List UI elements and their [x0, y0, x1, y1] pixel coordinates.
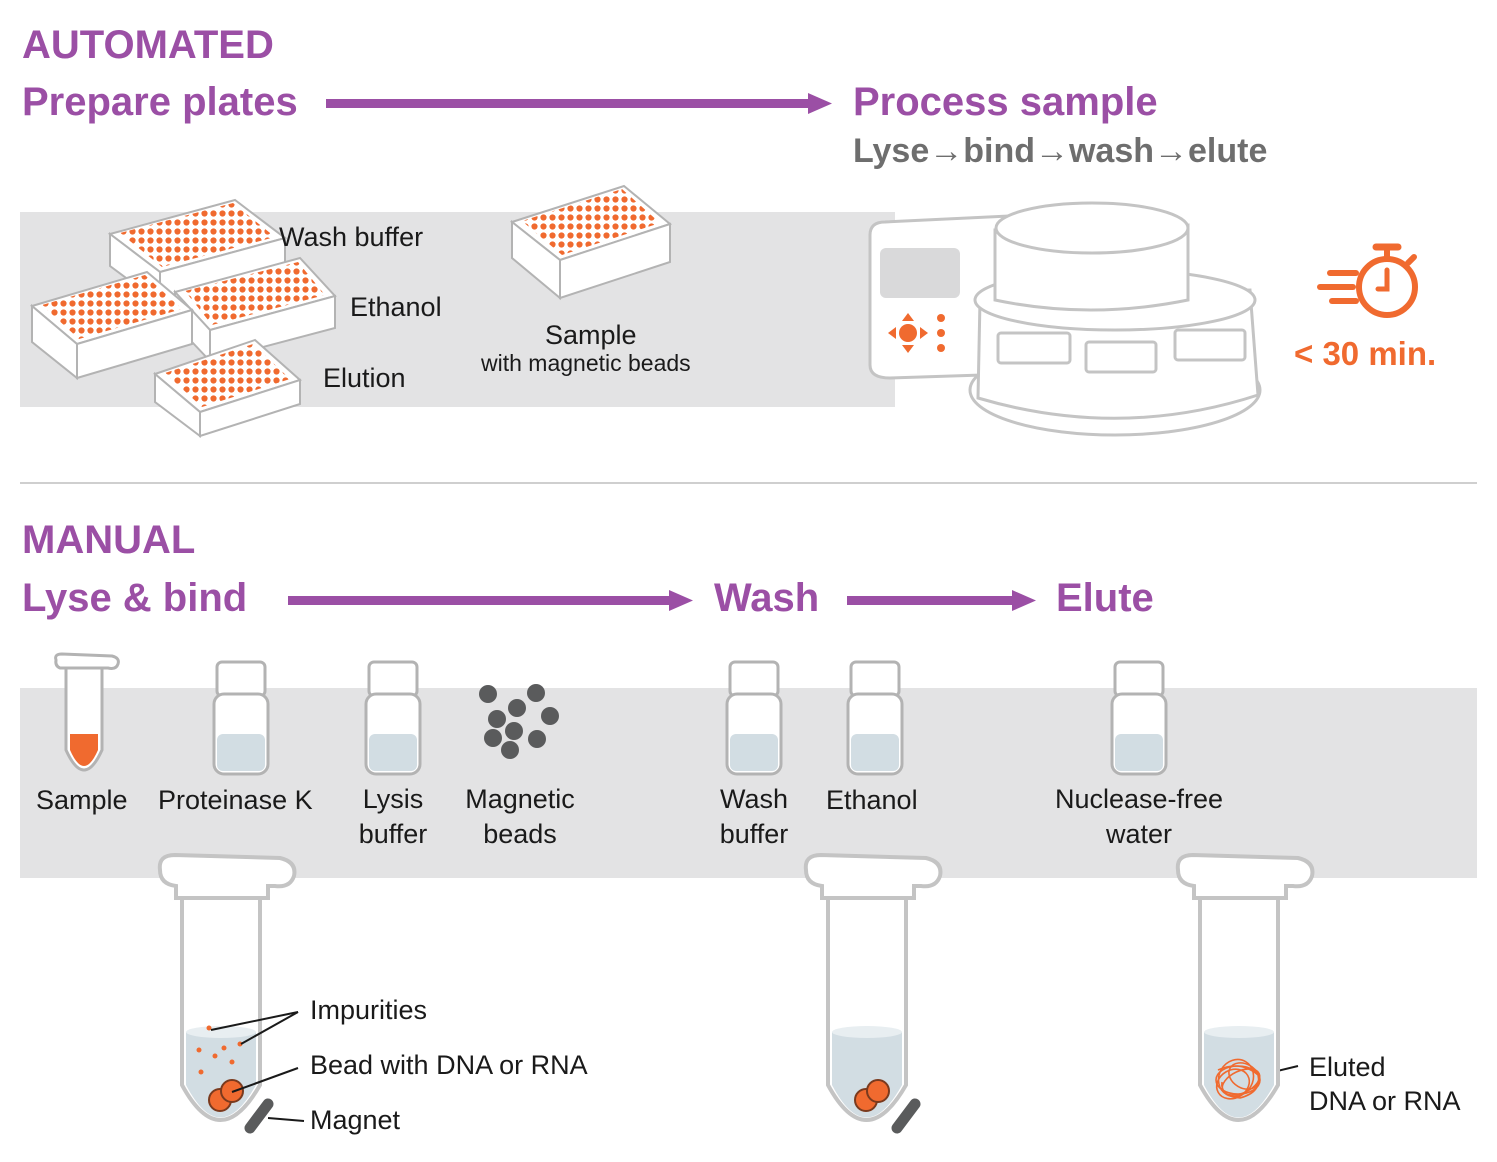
time-label: < 30 min. — [1294, 335, 1437, 372]
section-divider — [20, 482, 1477, 484]
vial-proteinase-k-icon — [212, 660, 270, 776]
label-lysis-line2: buffer — [358, 819, 428, 849]
tube-elute — [1175, 852, 1315, 1122]
manual-heading: MANUAL — [22, 518, 196, 562]
vial-ethanol-icon — [846, 660, 904, 776]
label-manual-ethanol: Ethanol — [826, 785, 918, 815]
label-manual-wash-buffer: Wash buffer — [704, 782, 804, 852]
label-sample-sub: with magnetic beads — [481, 350, 691, 376]
label-magnetic-beads: Magnetic beads — [455, 782, 585, 852]
label-wash-line1: Wash — [719, 784, 788, 814]
stopwatch-icon — [1317, 243, 1418, 318]
label-water-line2: water — [1105, 819, 1173, 849]
magnetic-beads-icon — [479, 684, 559, 759]
label-lysis-line1: Lysis — [362, 784, 424, 814]
step-process-sample: Process sample — [853, 80, 1158, 124]
arrow-wash-to-elute — [847, 590, 1036, 611]
step-prepare-plates: Prepare plates — [22, 80, 298, 124]
callout-eluted-line1: Eluted — [1309, 1052, 1386, 1082]
label-elution: Elution — [323, 363, 406, 393]
label-beads-line2: beads — [483, 819, 557, 849]
tube-wash — [803, 852, 943, 1134]
callout-bead: Bead with DNA or RNA — [310, 1050, 588, 1080]
step-wash: Wash — [714, 576, 820, 620]
label-nuclease-free-water: Nuclease-free water — [1039, 782, 1239, 852]
label-wash-buffer: Wash buffer — [279, 222, 424, 252]
vial-lysis-buffer-icon — [364, 660, 422, 776]
label-sample: Sample — [545, 320, 637, 350]
extraction-instrument — [868, 201, 1262, 437]
arrow-lyse-to-wash — [288, 590, 693, 611]
arrow-prepare-to-process — [326, 93, 832, 114]
step-elute: Elute — [1056, 576, 1154, 620]
instrument-keypad-icon — [888, 313, 945, 353]
label-wash-line2: buffer — [719, 819, 789, 849]
vial-nuclease-free-water-icon — [1110, 660, 1168, 776]
plate-sample-beads — [509, 184, 673, 301]
automated-heading: AUTOMATED — [22, 23, 274, 67]
label-manual-sample: Sample — [36, 785, 128, 815]
tube-lyse-bind — [157, 852, 297, 1134]
label-ethanol: Ethanol — [350, 292, 442, 322]
sample-tube-icon — [54, 652, 120, 772]
vial-wash-buffer-icon — [725, 660, 783, 776]
callout-eluted-line2: DNA or RNA — [1309, 1086, 1461, 1116]
label-water-line1: Nuclease-free — [1054, 784, 1224, 814]
step-lyse-bind: Lyse & bind — [22, 576, 248, 620]
label-proteinase-k: Proteinase K — [158, 785, 313, 815]
label-beads-line1: Magnetic — [465, 784, 575, 814]
label-lysis-buffer: Lysis buffer — [343, 782, 443, 852]
process-detail: Lyse→bind→wash→elute — [853, 132, 1268, 170]
plate-elution — [153, 338, 302, 439]
callout-magnet: Magnet — [310, 1105, 401, 1135]
callout-eluted: Eluted DNA or RNA — [1309, 1050, 1461, 1118]
plate-sample-left — [29, 270, 195, 381]
callout-impurities: Impurities — [310, 995, 428, 1025]
